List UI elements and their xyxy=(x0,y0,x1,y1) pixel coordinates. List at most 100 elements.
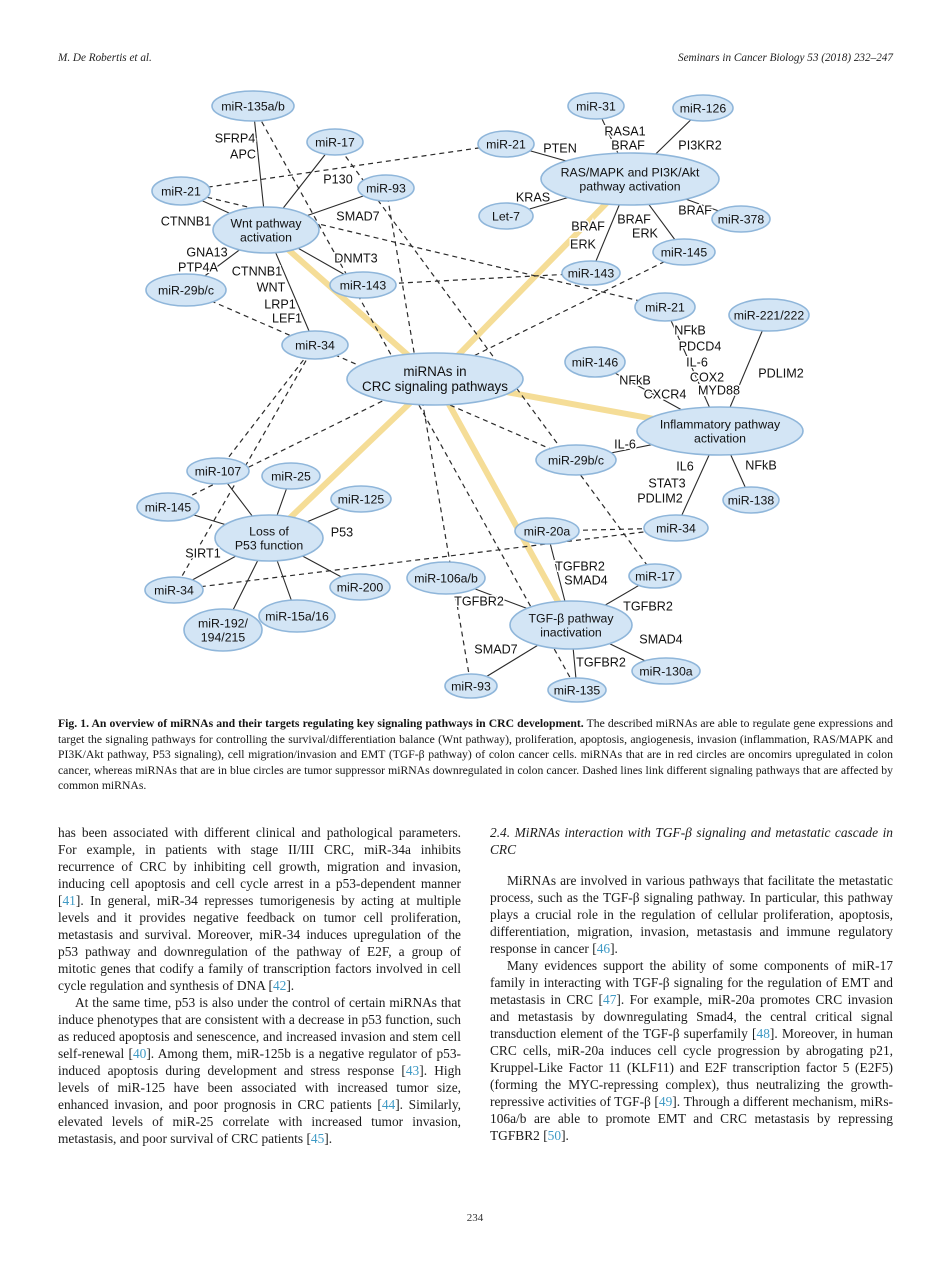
node-miR-93: miR-93 xyxy=(357,174,415,202)
gene-label-CXCR4: CXCR4 xyxy=(644,387,687,401)
node-label: miR-25 xyxy=(271,469,311,483)
node-miR-192/ 194/215: miR-192/194/215 xyxy=(183,608,263,652)
node-label: miR-29b/c xyxy=(548,453,604,467)
gene-label-PTEN: PTEN xyxy=(543,141,577,155)
node-label: miR-138 xyxy=(728,493,775,507)
node-miR-25: miR-25 xyxy=(261,462,321,490)
node-label: miR-17 xyxy=(315,135,355,149)
gene-label-P130: P130 xyxy=(323,172,352,186)
node-miR-34: miR-34 xyxy=(643,514,709,542)
gene-label-APC: APC xyxy=(230,147,256,161)
node-Loss of P53 function: Loss ofP53 function xyxy=(214,514,324,562)
node-miR-21: miR-21 xyxy=(151,176,211,206)
node-label: miR-21 xyxy=(161,184,201,198)
body-columns: has been associated with different clini… xyxy=(58,824,893,1147)
gene-label-LEF1: LEF1 xyxy=(272,311,302,325)
gene-label-NFkB: NFkB xyxy=(745,458,776,472)
paragraph: has been associated with different clini… xyxy=(58,825,461,993)
gene-label-SFRP4: SFRP4 xyxy=(215,131,256,145)
node-label: miR-135 xyxy=(554,683,601,697)
dashed-link-edge xyxy=(217,344,316,472)
dashed-link-edge xyxy=(362,272,592,286)
gene-label-WNT: WNT xyxy=(257,280,286,294)
node-miR-34: miR-34 xyxy=(281,330,349,360)
node-label: Let-7 xyxy=(492,209,520,223)
gene-label-ERK: ERK xyxy=(632,226,658,240)
node-miR-21: miR-21 xyxy=(634,292,696,322)
section-heading-2-4: 2.4. MiRNAs interaction with TGF-β signa… xyxy=(490,825,893,857)
dashed-link-edge xyxy=(385,187,472,687)
node-miR-200: miR-200 xyxy=(329,573,391,601)
node-miR-106a/b: miR-106a/b xyxy=(406,561,486,595)
dashed-link-edge xyxy=(173,344,316,591)
citation-link[interactable]: 46 xyxy=(596,941,611,956)
gene-label-BRAF: BRAF xyxy=(571,219,605,233)
gene-label-PI3KR2: PI3KR2 xyxy=(678,138,721,152)
node-label: miR-143 xyxy=(568,266,615,280)
node-miR-34: miR-34 xyxy=(144,576,204,604)
node-label: miR-93 xyxy=(451,679,491,693)
gene-label-BRAF: BRAF xyxy=(678,203,712,217)
gene-label-KRAS: KRAS xyxy=(516,190,550,204)
citation-link[interactable]: 41 xyxy=(62,893,76,908)
gene-label-IL-6: IL-6 xyxy=(686,355,708,369)
node-miR-125: miR-125 xyxy=(330,485,392,513)
citation-link[interactable]: 43 xyxy=(405,1063,420,1078)
node-miR-143: miR-143 xyxy=(561,260,621,286)
node-miR-21: miR-21 xyxy=(477,130,535,158)
citation-link[interactable]: 44 xyxy=(381,1097,396,1112)
node-label: miR-200 xyxy=(337,580,384,594)
left-column: has been associated with different clini… xyxy=(58,824,461,1147)
gene-label-TGFBR2: TGFBR2 xyxy=(454,594,504,608)
pathway-trunk-edge xyxy=(432,176,633,382)
gene-label-BRAF: BRAF xyxy=(617,212,651,226)
running-author: M. De Robertis et al. xyxy=(58,52,152,64)
gene-label-TGFBR2: TGFBR2 xyxy=(623,599,673,613)
gene-label-PDCD4: PDCD4 xyxy=(679,339,722,353)
node-label: miR-130a xyxy=(639,664,692,678)
node-miR-20a: miR-20a xyxy=(514,517,580,545)
node-miR-378: miR-378 xyxy=(711,205,771,233)
node-label: miR-106a/b xyxy=(414,571,478,585)
gene-label-SMAD4: SMAD4 xyxy=(564,573,607,587)
node-label: miR-135a/b xyxy=(221,99,285,113)
node-Let-7: Let-7 xyxy=(478,202,534,230)
node-miR-29b/c: miR-29b/c xyxy=(145,273,227,307)
node-label: miR-221/222 xyxy=(734,308,805,322)
node-label: miR-20a xyxy=(524,524,571,538)
node-miR-29b/c: miR-29b/c xyxy=(535,444,617,476)
citation-link[interactable]: 42 xyxy=(272,978,287,993)
gene-label-STAT3: STAT3 xyxy=(648,476,685,490)
citation-link[interactable]: 49 xyxy=(658,1094,673,1109)
citation-link[interactable]: 48 xyxy=(756,1026,770,1041)
node-label: miR-143 xyxy=(340,278,387,292)
node-label: miR-145 xyxy=(145,500,192,514)
node-label: miR-29b/c xyxy=(158,283,214,297)
node-label: miR-34 xyxy=(656,521,696,535)
node-label: miR-21 xyxy=(645,300,685,314)
gene-label-PDLIM2: PDLIM2 xyxy=(637,491,683,505)
citation-link[interactable]: 40 xyxy=(132,1046,147,1061)
citation-link[interactable]: 47 xyxy=(603,992,617,1007)
gene-label-SIRT1: SIRT1 xyxy=(185,546,220,560)
gene-label-P53: P53 xyxy=(331,525,353,539)
right-column-paragraphs: MiRNAs are involved in various pathways … xyxy=(490,872,893,1144)
gene-label-PTP4A: PTP4A xyxy=(178,260,218,274)
gene-label-SMAD7: SMAD7 xyxy=(336,209,379,223)
gene-label-TGFBR2: TGFBR2 xyxy=(576,655,626,669)
gene-label-IL-6: IL-6 xyxy=(614,437,636,451)
gene-label-CTNNB1: CTNNB1 xyxy=(232,264,282,278)
dashed-link-edge xyxy=(185,289,577,461)
gene-label-BRAF: BRAF xyxy=(611,138,645,152)
citation-link[interactable]: 45 xyxy=(310,1131,325,1146)
citation-link[interactable]: 50 xyxy=(547,1128,562,1143)
journal-reference: Seminars in Cancer Biology 53 (2018) 232… xyxy=(677,52,893,64)
gene-label-CTNNB1: CTNNB1 xyxy=(161,214,211,228)
